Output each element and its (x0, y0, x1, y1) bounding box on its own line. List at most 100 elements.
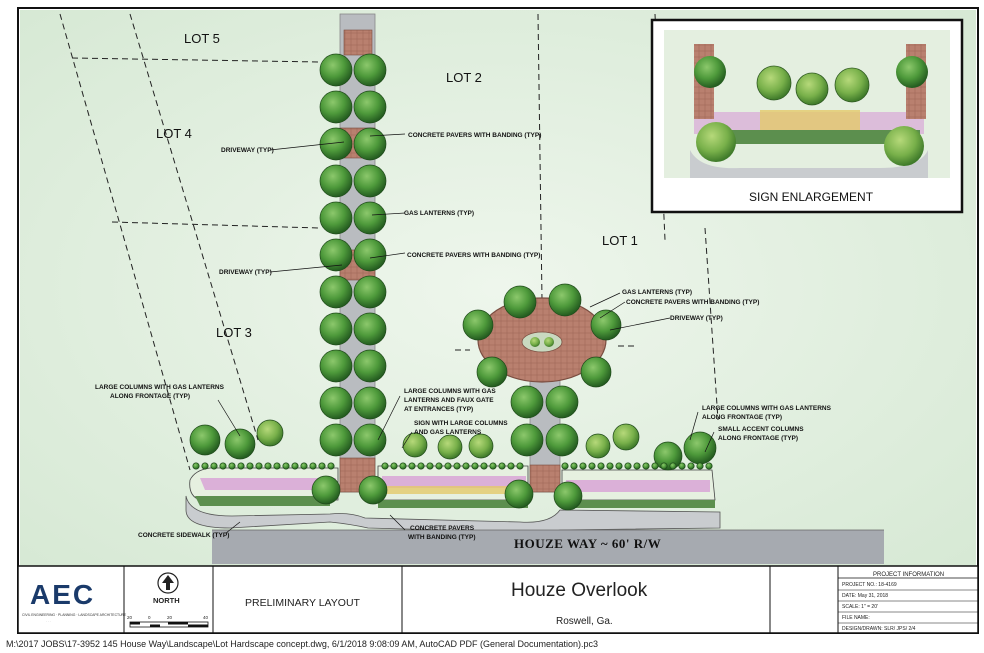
shrub-icon (462, 462, 470, 470)
tree-icon (548, 283, 582, 317)
tree-icon (585, 433, 611, 459)
sign-enlargement-inset: SIGN ENLARGEMENT (650, 18, 964, 214)
tree-icon (224, 428, 256, 460)
tree-icon (319, 275, 353, 309)
shrub-icon (192, 462, 200, 470)
north-label: NORTH (153, 596, 180, 605)
drive-paver-top (343, 29, 373, 56)
shrub-icon (651, 462, 659, 470)
tree-icon (319, 238, 353, 272)
frontage-beds (189, 465, 716, 501)
tree-icon (353, 349, 387, 383)
lot-4-label: LOT 4 (156, 126, 192, 141)
callout-driveway-upper: DRIVEWAY (TYP) (221, 147, 274, 154)
shrub-icon (381, 462, 389, 470)
tree-icon (612, 423, 640, 451)
shrub-icon (264, 462, 272, 470)
shrub-icon (516, 462, 524, 470)
road-label: HOUZE WAY ~ 60' R/W (514, 536, 661, 551)
tree-icon (580, 356, 612, 388)
callout-pavers-right: CONCRETE PAVERS WITH BANDING (TYP) (626, 299, 759, 306)
project-info-row: PROJECT NO.: 18-4169 (842, 582, 897, 588)
tree-icon (545, 423, 579, 457)
tree-icon (353, 238, 387, 272)
shrub-icon (507, 462, 515, 470)
shrub-icon (219, 462, 227, 470)
tree-icon (462, 309, 494, 341)
tree-icon (319, 349, 353, 383)
callout-pavers-bottom: CONCRETE PAVERS WITH BANDING (TYP) (408, 525, 476, 541)
tree-icon (319, 90, 353, 124)
shrub-icon (282, 462, 290, 470)
shrub-icon (471, 462, 479, 470)
project-info-row: DESIGN/DRAWN: SLR/ JPS/ 2/4 (842, 626, 916, 632)
logo-address-line: · · · (46, 619, 51, 623)
callout-large-columns-left: LARGE COLUMNS WITH GAS LANTERNS ALONG FR… (95, 384, 226, 400)
shrub-icon (444, 462, 452, 470)
callout-sidewalk: CONCRETE SIDEWALK (TYP) (138, 532, 229, 539)
shrub-icon (678, 462, 686, 470)
shrub-icon (669, 462, 677, 470)
tree-icon (437, 434, 463, 460)
shrub-icon (435, 462, 443, 470)
tree-icon (504, 479, 534, 509)
project-location: Roswell, Ga. (556, 616, 613, 627)
shrub-icon (426, 462, 434, 470)
tree-icon (553, 481, 583, 511)
court-island (521, 331, 563, 353)
tree-icon (256, 419, 284, 447)
aec-logo: AEC (30, 579, 95, 610)
shrub-icon (399, 462, 407, 470)
shrub-icon (300, 462, 308, 470)
tree-icon (319, 53, 353, 87)
shrub-icon (390, 462, 398, 470)
project-info-row: FILE NAME: (842, 615, 870, 621)
info-header: PROJECT INFORMATION (873, 572, 944, 578)
right-drive-paver (529, 464, 561, 493)
shrub-icon (561, 462, 569, 470)
tree-icon (468, 433, 494, 459)
tree-icon (353, 53, 387, 87)
tree-icon (353, 201, 387, 235)
tree-icon (510, 423, 544, 457)
shrub-icon (417, 462, 425, 470)
tree-icon (319, 386, 353, 420)
callout-gas-lanterns-mid: GAS LANTERNS (TYP) (404, 210, 474, 217)
callout-large-columns-gate: LARGE COLUMNS WITH GAS LANTERNS AND FAUX… (404, 388, 498, 413)
callout-driveway-right: DRIVEWAY (TYP) (670, 315, 723, 322)
leader-lines (217, 133, 715, 534)
shrub-icon (237, 462, 245, 470)
shrub-icon (480, 462, 488, 470)
scale-tick-2: 20 (167, 615, 173, 620)
lot-5-label: LOT 5 (184, 31, 220, 46)
shrub-icon (705, 462, 713, 470)
lot-1-label: LOT 1 (602, 233, 638, 248)
tree-icon (683, 431, 717, 465)
shrub-icon (327, 462, 335, 470)
sheet-label: PRELIMINARY LAYOUT (245, 597, 361, 609)
shrub-icon (489, 462, 497, 470)
shrub-icon (228, 462, 236, 470)
shrub-icon (633, 462, 641, 470)
tree-icon (545, 385, 579, 419)
tree-icon (510, 385, 544, 419)
shrub-icon (660, 462, 668, 470)
tree-icon (476, 356, 508, 388)
tree-icon (590, 309, 622, 341)
shrub-icon (498, 462, 506, 470)
shrub-icon (309, 462, 317, 470)
callout-large-columns-right: LARGE COLUMNS WITH GAS LANTERNS ALONG FR… (702, 405, 833, 421)
shrub-icon (687, 462, 695, 470)
shrub-icon (624, 462, 632, 470)
lot-2-label: LOT 2 (446, 70, 482, 85)
callout-small-accent: SMALL ACCENT COLUMNS ALONG FRONTAGE (TYP… (718, 426, 805, 442)
tree-icon (353, 386, 387, 420)
shrub-icon (597, 462, 605, 470)
tree-icon (353, 312, 387, 346)
tree-icon (503, 285, 537, 319)
shrub-icon (318, 462, 326, 470)
shrub-icon (588, 462, 596, 470)
tree-icon (189, 424, 221, 456)
shrub-icon (210, 462, 218, 470)
